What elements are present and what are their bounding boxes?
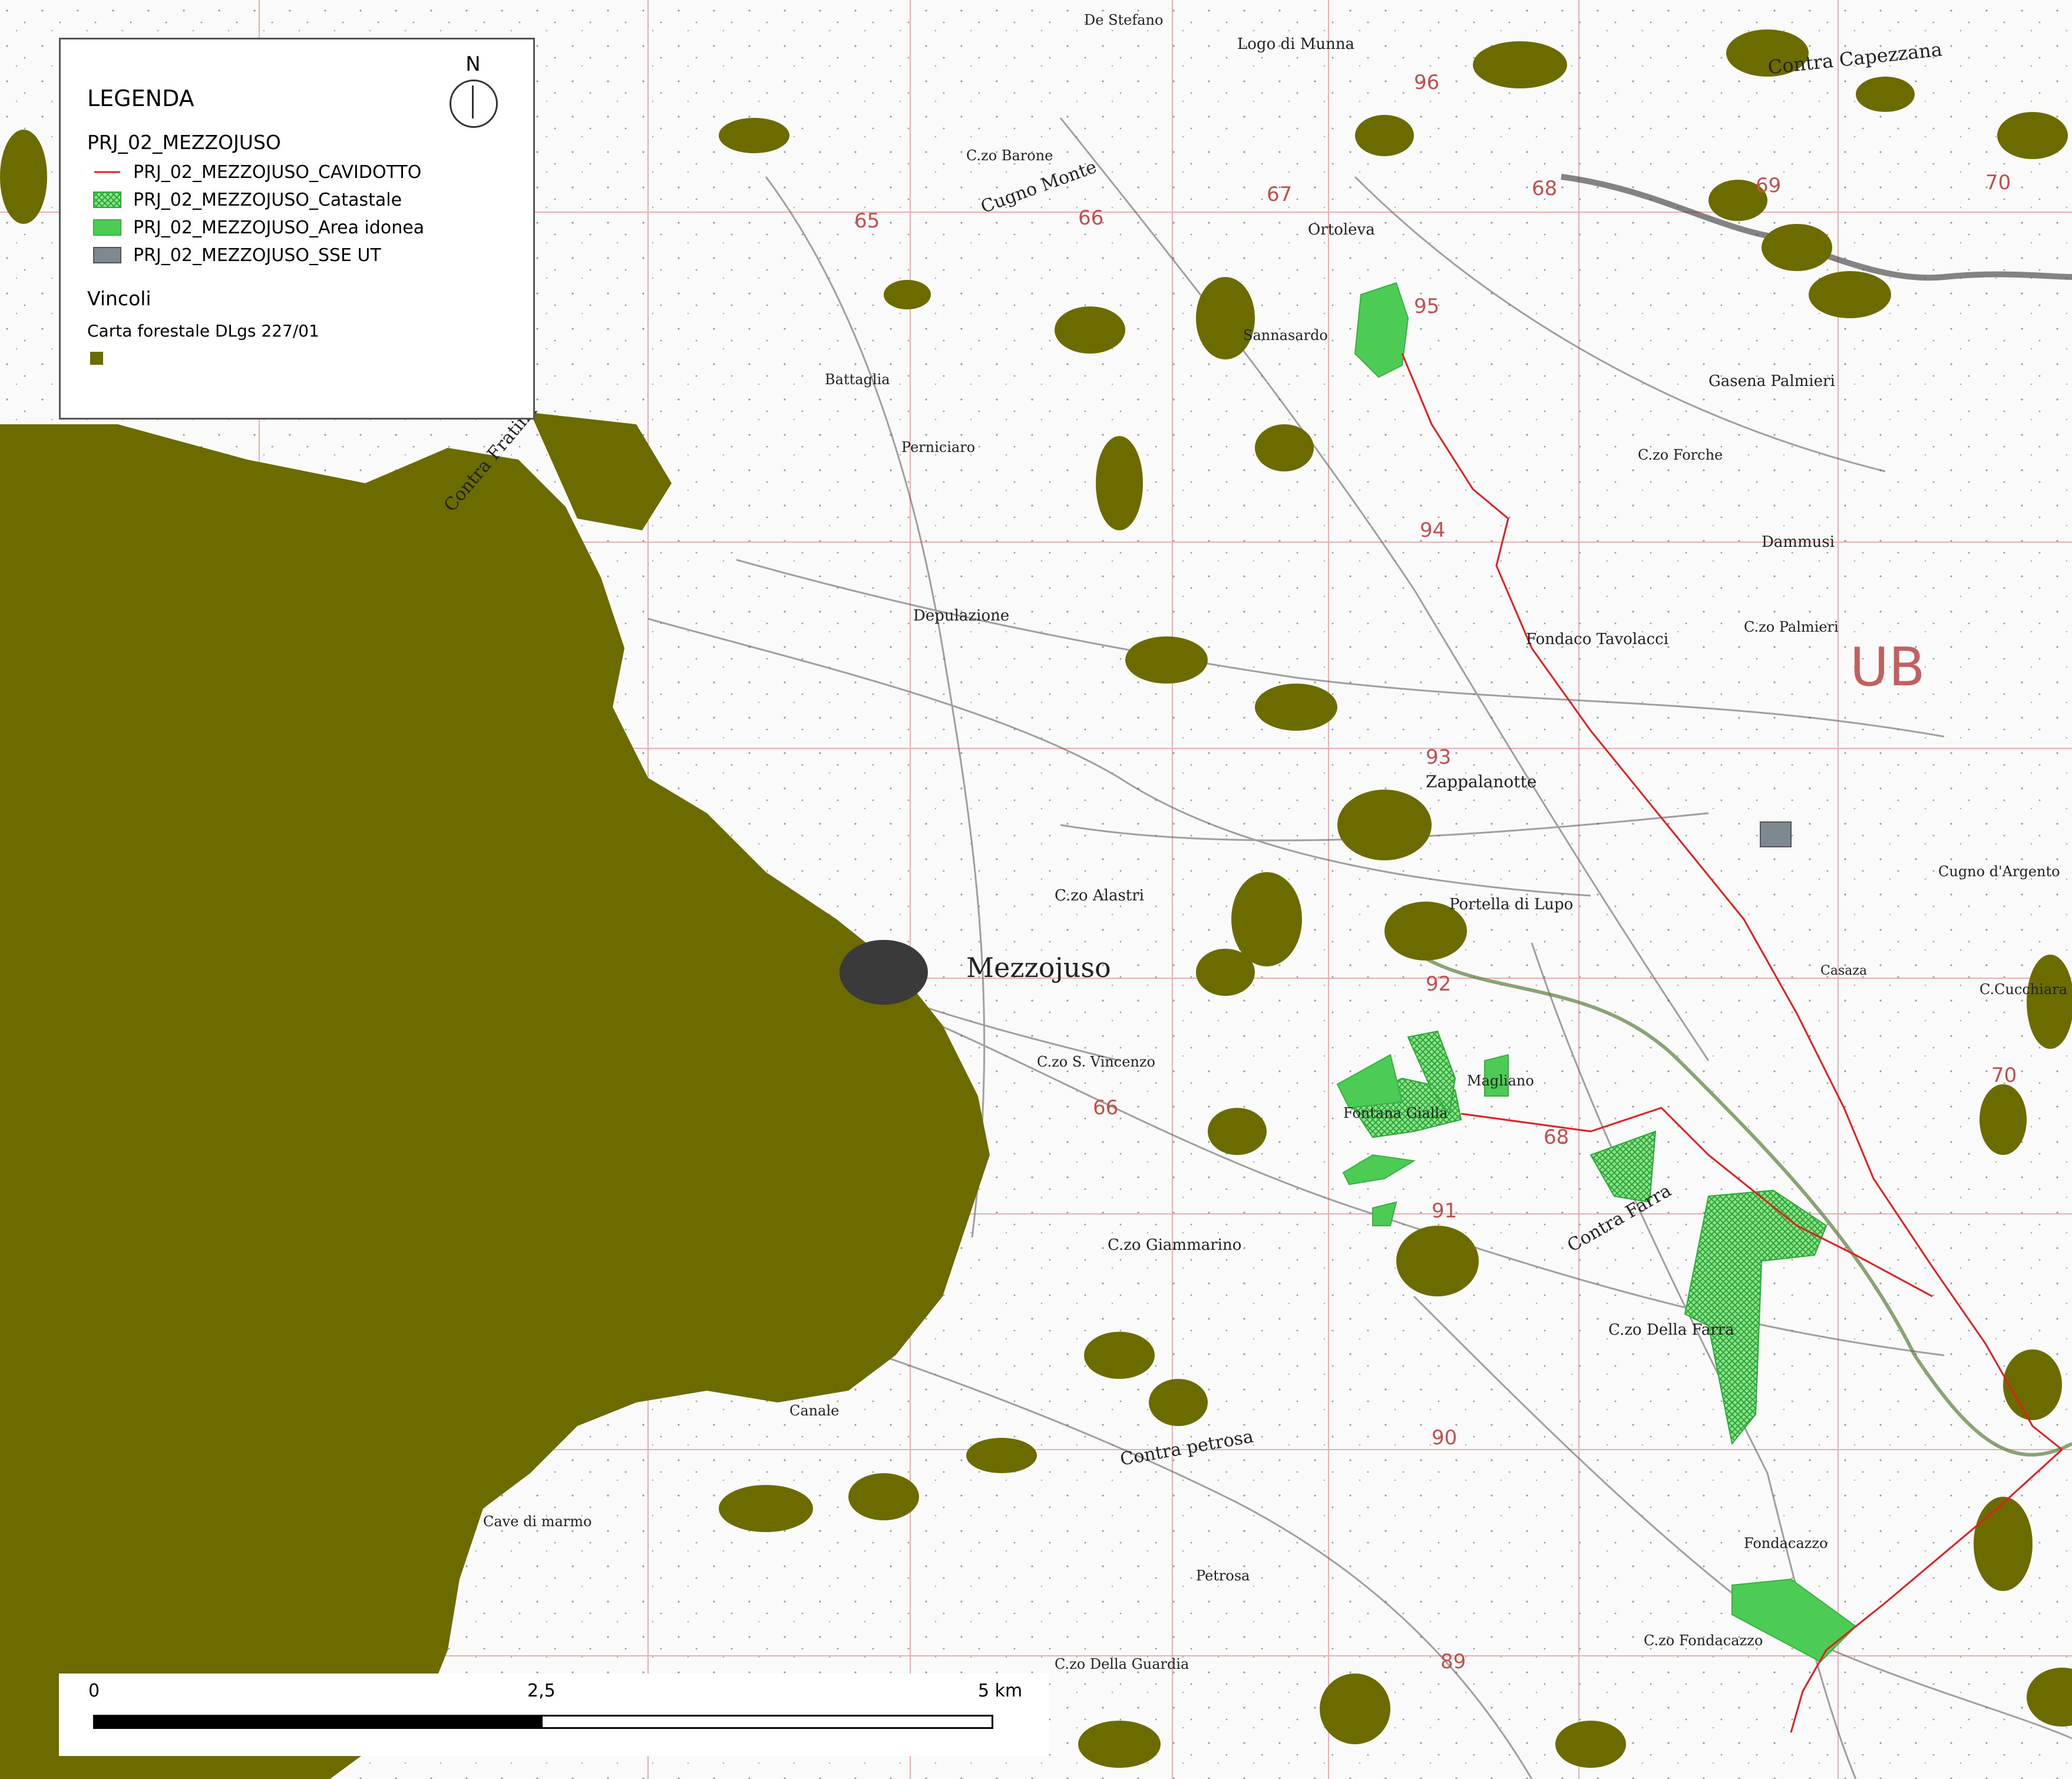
legend-item-cavidotto: PRJ_02_MEZZOJUSO_CAVIDOTTO: [93, 160, 421, 184]
grid-number: 89: [1440, 1650, 1466, 1674]
sse-ut-layer: [1760, 821, 1792, 847]
place-label-palmieri: C.zo Palmieri: [1744, 619, 1839, 635]
grid-number: 66: [1093, 1096, 1119, 1120]
forest-layer: [0, 29, 2072, 1779]
scale-label-start: 0: [88, 1681, 100, 1701]
solid-fill-icon: [93, 247, 121, 263]
grid-number: 94: [1420, 519, 1446, 542]
place-label-zappalanotte: Zappalanotte: [1426, 772, 1537, 791]
grid-number: 70: [1991, 1064, 2017, 1087]
grid-number: 68: [1544, 1126, 1569, 1149]
needle-icon: [472, 85, 474, 118]
legend-item-label: PRJ_02_MEZZOJUSO_CAVIDOTTO: [133, 161, 422, 183]
town-mezzojuso: [840, 940, 928, 1005]
place-label-ortoleva: Ortoleva: [1308, 221, 1375, 239]
area-idonea-layer: [1336, 282, 1857, 1663]
grid-number: 92: [1426, 972, 1452, 996]
scale-bar-white: [541, 1715, 993, 1729]
place-label-fondacazzo: Fondacazzo: [1744, 1535, 1828, 1552]
line-icon: [94, 171, 120, 173]
place-label-zo-barone: C.zo Barone: [966, 147, 1053, 164]
grid-number: 91: [1432, 1199, 1458, 1223]
place-label-c-cucchiara: C.Cucchiara: [1980, 981, 2068, 998]
place-label-fondaco-tavolacci: Fondaco Tavolacci: [1526, 631, 1669, 648]
catastale-layer: [1348, 1030, 1828, 1445]
place-label-depulazione: Depulazione: [913, 607, 1010, 625]
legend-item-label: PRJ_02_MEZZOJUSO_Catastale: [133, 189, 402, 210]
place-label-della-farra: C.zo Della Farra: [1608, 1321, 1734, 1339]
place-label-s-vincenzo: C.zo S. Vincenzo: [1037, 1054, 1155, 1070]
place-label-battaglia: Battaglia: [825, 371, 890, 388]
place-label-ub: UB: [1850, 636, 1925, 698]
place-label-sannasardo: Sannasardo: [1243, 327, 1328, 344]
legend-sub-layer: Carta forestale DLgs 227/01: [87, 321, 319, 341]
place-label-magliano: Magliano: [1467, 1072, 1534, 1089]
place-label-fontana-gialla: Fontana Gialla: [1343, 1105, 1448, 1121]
river-line: [1401, 941, 2072, 1457]
legend-item-catastale: PRJ_02_MEZZOJUSO_Catastale: [93, 188, 402, 212]
legend-item-label: PRJ_02_MEZZOJUSO_SSE UT: [133, 245, 381, 266]
place-label-petrosa: Petrosa: [1196, 1567, 1250, 1584]
place-label-de-stefano: De Stefano: [1084, 12, 1164, 28]
scale-bar-black: [93, 1715, 541, 1729]
scale-bar: 0 2,5 5 km: [59, 1674, 1049, 1756]
legend-title: LEGENDA: [87, 85, 194, 111]
legend-item-area-idonea: PRJ_02_MEZZOJUSO_Area idonea: [93, 216, 424, 239]
grid-number: 65: [854, 209, 880, 233]
grid-number: 70: [1985, 171, 2011, 194]
ridge-line: [1561, 174, 2072, 281]
place-label-fondacazzo2: C.zo Fondacazzo: [1644, 1632, 1763, 1649]
scale-label-mid: 2,5: [527, 1681, 556, 1701]
hatched-fill-icon: [93, 192, 121, 208]
legend-group-constraints: Vincoli: [87, 287, 151, 310]
legend-item-label: PRJ_02_MEZZOJUSO_Area idonea: [133, 217, 425, 238]
grid-number: 96: [1414, 71, 1440, 94]
grid-number: 67: [1267, 183, 1293, 206]
place-label-canale: Canale: [789, 1402, 840, 1419]
legend-item-sse-ut: PRJ_02_MEZZOJUSO_SSE UT: [93, 243, 381, 267]
grid-number: 93: [1426, 745, 1452, 769]
north-arrow: N: [447, 52, 500, 129]
place-label-giammarino: C.zo Giammarino: [1108, 1236, 1242, 1254]
place-label-alastri: C.zo Alastri: [1055, 887, 1144, 905]
place-label-forche: C.zo Forche: [1638, 447, 1723, 463]
place-label-cave-di-marmo: Cave di marmo: [483, 1513, 592, 1530]
place-label-caserma: Casaza: [1820, 963, 1868, 978]
place-label-portella-di-lupo: Portella di Lupo: [1449, 896, 1574, 913]
place-label-gasena-palmieri: Gasena Palmieri: [1709, 372, 1835, 390]
grid-number: 69: [1756, 174, 1782, 197]
place-label-mezzojuso: Mezzojuso: [966, 952, 1111, 983]
place-label-perniciaro: Perniciaro: [901, 439, 976, 456]
place-label-logo-di-munna: Logo di Munna: [1237, 35, 1355, 53]
legend-group-project: PRJ_02_MEZZOJUSO: [87, 131, 281, 154]
grid-number: 90: [1432, 1426, 1458, 1450]
forest-swatch-icon: [90, 352, 103, 365]
grid-number: 68: [1532, 177, 1558, 200]
place-label-cugno-d-argento: Cugno d'Argento: [1938, 863, 2060, 880]
grid-number: 95: [1414, 295, 1440, 318]
legend-panel: LEGENDA PRJ_02_MEZZOJUSO PRJ_02_MEZZOJUS…: [59, 38, 535, 420]
cavidotto-line: [1401, 353, 2063, 1733]
grid-number: 66: [1078, 206, 1104, 230]
north-label: N: [465, 52, 481, 76]
place-label-dammusi: Dammusi: [1762, 533, 1835, 551]
scale-label-end: 5 km: [978, 1681, 1023, 1701]
compass-icon: [450, 80, 498, 128]
place-label-della-guardia: C.zo Della Guardia: [1055, 1656, 1189, 1672]
solid-fill-icon: [93, 219, 121, 236]
